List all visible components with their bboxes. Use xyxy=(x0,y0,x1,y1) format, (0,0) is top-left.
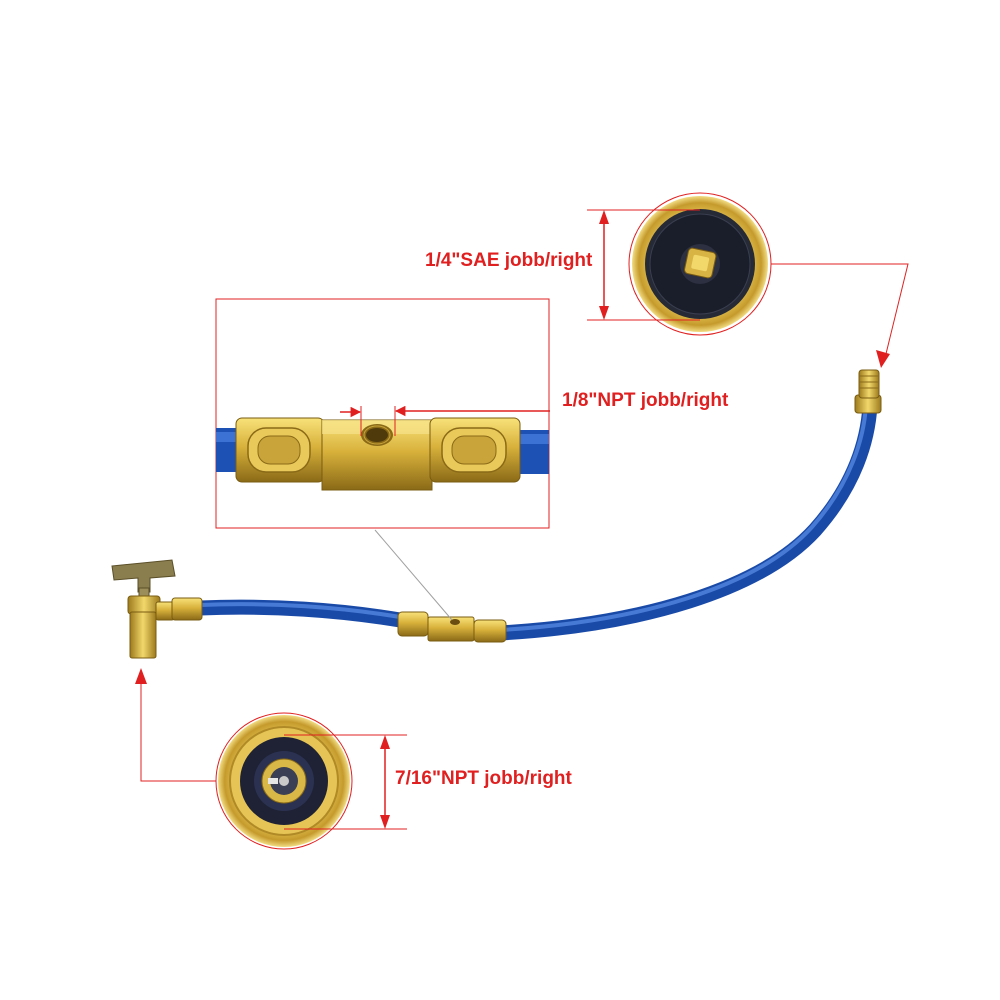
hose xyxy=(192,397,878,641)
t-handle-valve-icon xyxy=(111,559,203,659)
valve-port-closeup xyxy=(135,668,407,850)
sae-port-label: 1/4"SAE jobb/right xyxy=(425,250,593,271)
tee-detail-inset xyxy=(215,298,550,529)
sae-port-closeup xyxy=(587,192,909,368)
inset-leader-line xyxy=(374,529,453,621)
sae-end-fitting xyxy=(854,369,882,414)
valve-port-label: 7/16"NPT jobb/right xyxy=(395,768,572,789)
tee-port-label: 1/8"NPT jobb/right xyxy=(562,390,729,411)
tee-fitting-small xyxy=(397,611,507,643)
